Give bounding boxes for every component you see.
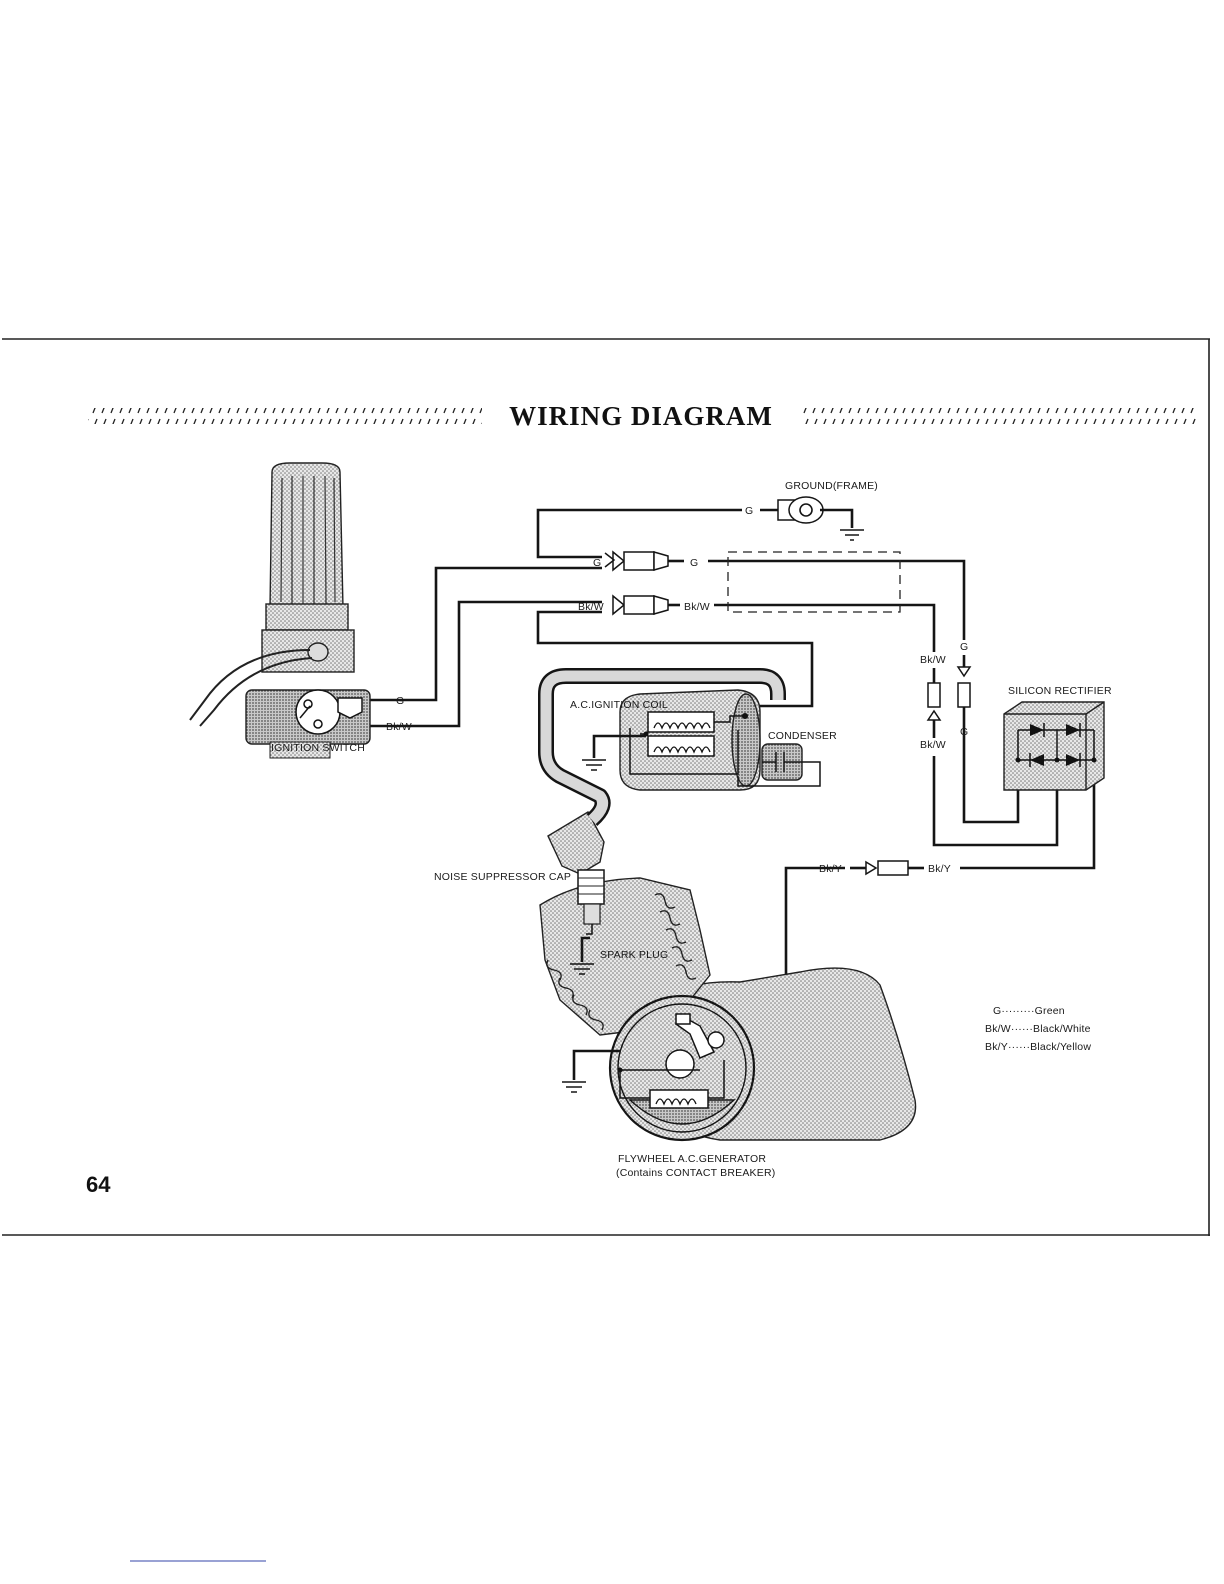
title-hatch-left (88, 408, 482, 424)
legend-item-bkw: Bk/W······Black/White (985, 1023, 1091, 1035)
wire-label-g-switch: G (396, 695, 404, 707)
connector-bkw: Bk/W Bk/W (578, 596, 710, 614)
page-title: WIRING DIAGRAM (509, 401, 773, 431)
noise-suppressor-cap-label: NOISE SUPPRESSOR CAP (434, 871, 571, 883)
wire-label-bkw-switch: Bk/W (386, 721, 412, 733)
connector-bkw-vertical: Bk/W Bk/W (920, 654, 946, 751)
wire-label-bky-left: Bk/Y (819, 863, 842, 875)
wire-label-g-lower: G (960, 726, 968, 738)
legend-item-bky: Bk/Y······Black/Yellow (985, 1041, 1091, 1053)
connector-g: G G (593, 552, 698, 576)
flywheel-label-line1: FLYWHEEL A.C.GENERATOR (618, 1153, 766, 1165)
wire-label-bky-right: Bk/Y (928, 863, 951, 875)
silicon-rectifier-label: SILICON RECTIFIER (1008, 685, 1112, 697)
legend-item-g: G·········Green (993, 1005, 1065, 1017)
silicon-rectifier: SILICON RECTIFIER (1004, 685, 1112, 790)
wire-label-bkw-right: Bk/W (684, 601, 710, 613)
ignition-switch: IGNITION SWITCH G Bk/W (190, 463, 412, 758)
title-hatch-right (800, 408, 1196, 424)
ground-frame-label: GROUND(FRAME) (785, 480, 878, 492)
wire-label-bkw-lower: Bk/W (920, 739, 946, 751)
ignition-switch-label: IGNITION SWITCH (271, 742, 365, 754)
connector-bky: Bk/Y Bk/Y (819, 861, 951, 875)
color-legend: G·········Green Bk/W······Black/White Bk… (985, 1005, 1091, 1053)
ac-ignition-coil-label: A.C.IGNITION COIL (570, 699, 668, 711)
title-bar: WIRING DIAGRAM (88, 401, 1196, 431)
wire-label-g-right: G (690, 557, 698, 569)
wire-label-g-left: G (593, 557, 601, 569)
wire-label-bkw-upper: Bk/W (920, 654, 946, 666)
spark-plug-label: SPARK PLUG (600, 949, 668, 961)
wire-label-g-upper: G (960, 641, 968, 653)
ac-ignition-coil: A.C.IGNITION COIL (570, 690, 760, 790)
flywheel-label-line2: (Contains CONTACT BREAKER) (616, 1167, 775, 1179)
wire-label-g-ground: G (745, 505, 753, 517)
wire-label-bkw-left: Bk/W (578, 601, 604, 613)
condenser-label: CONDENSER (768, 730, 837, 742)
page-number: 64 (86, 1172, 111, 1197)
